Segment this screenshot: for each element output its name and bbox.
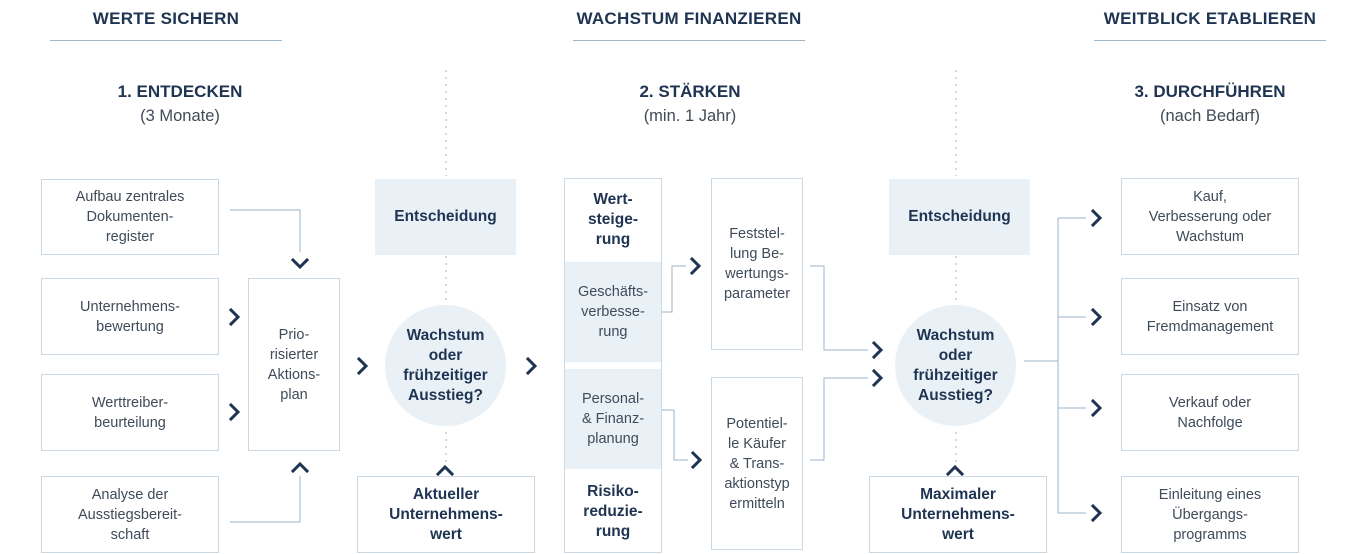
chevron-right-icon: [690, 450, 703, 470]
chevron-right-icon: [228, 307, 241, 327]
box-werttreiberbeurteilung: Werttreiber- beurteilung: [41, 374, 219, 451]
box-ausstiegsbereitschaft: Analyse der Ausstiegsbereit- schaft: [41, 476, 219, 553]
segment-risikoreduzierung: Risiko- reduzie- rung: [583, 483, 643, 540]
header-underline-right: [1094, 40, 1326, 41]
chevron-right-icon: [871, 368, 884, 388]
phase-title: 1. ENTDECKEN: [117, 82, 243, 101]
header-weitblick-etablieren: WEITBLICK ETABLIEREN: [1103, 9, 1317, 28]
decision-question-1: Wachstum oder frühzeitiger Ausstieg?: [385, 305, 506, 426]
phase-subtitle: (min. 1 Jahr): [643, 107, 737, 125]
phase-staerken: 2. STÄRKEN (min. 1 Jahr): [570, 80, 810, 128]
phase-title: 2. STÄRKEN: [639, 82, 741, 101]
box-fremdmanagement: Einsatz von Fremdmanagement: [1121, 278, 1299, 355]
chevron-right-icon: [1090, 307, 1103, 327]
chevron-right-icon: [871, 340, 884, 360]
chevron-right-icon: [1090, 208, 1103, 228]
decision-question-2: Wachstum oder frühzeitiger Ausstieg?: [895, 305, 1016, 426]
box-potentielle-kaeufer: Potentiel- le Käufer & Trans- aktionstyp…: [711, 377, 803, 550]
connector-kaeufer: [810, 377, 868, 461]
phase-subtitle: (nach Bedarf): [1160, 107, 1260, 125]
chevron-right-icon: [689, 256, 702, 276]
chevron-right-icon: [525, 356, 538, 376]
segment-personal-finanzplanung: Personal- & Finanz- planung: [565, 369, 661, 469]
connector-personal: [662, 409, 688, 461]
chevron-right-icon: [1090, 503, 1103, 523]
box-maximaler-unternehmenswert: Maximaler Unternehmens- wert: [869, 476, 1047, 553]
box-unternehmensbewertung: Unternehmens- bewertung: [41, 278, 219, 355]
box-uebergangsprogramm: Einleitung eines Übergangs- programms: [1121, 476, 1299, 553]
phase-durchfuehren: 3. DURCHFÜHREN (nach Bedarf): [1090, 80, 1330, 128]
chevron-up-icon: [290, 461, 310, 474]
connector-dokumente: [230, 209, 301, 252]
header-werte-sichern: WERTE SICHERN: [92, 9, 240, 28]
box-feststellung-bewertungsparameter: Feststel- lung Be- wertungs- parameter: [711, 178, 803, 350]
phase-entdecken: 1. ENTDECKEN (3 Monate): [60, 80, 300, 128]
column-wertsteigerung: Wert- steige- rung Geschäfts- verbesse- …: [564, 178, 662, 553]
box-aktueller-unternehmenswert: Aktueller Unternehmens- wert: [357, 476, 535, 553]
header-underline-left: [50, 40, 282, 41]
connector-analyse: [230, 476, 301, 523]
box-verkauf-nachfolge: Verkauf oder Nachfolge: [1121, 374, 1299, 451]
chevron-down-icon: [290, 257, 310, 270]
chevron-right-icon: [356, 356, 369, 376]
header-wachstum-finanzieren: WACHSTUM FINANZIEREN: [576, 9, 802, 28]
connector-geschaeft: [662, 265, 686, 313]
chevron-right-icon: [228, 402, 241, 422]
box-dokumentenregister: Aufbau zentrales Dokumenten- register: [41, 179, 219, 255]
segment-geschaeftsverbesserung: Geschäfts- verbesse- rung: [565, 262, 661, 362]
box-aktionsplan: Prio- risierter Aktions- plan: [248, 278, 340, 451]
header-underline-center: [573, 40, 805, 41]
chevron-up-icon: [435, 464, 455, 477]
box-kauf-verbesserung-wachstum: Kauf, Verbesserung oder Wachstum: [1121, 178, 1299, 255]
connector-feststellung: [810, 265, 868, 351]
chevron-up-icon: [945, 464, 965, 477]
phase-title: 3. DURCHFÜHREN: [1134, 82, 1286, 101]
phase-subtitle: (3 Monate): [140, 107, 220, 125]
decision-label-1: Entscheidung: [375, 179, 516, 255]
segment-wertsteigerung: Wert- steige- rung: [588, 191, 638, 248]
chevron-right-icon: [1090, 398, 1103, 418]
decision-label-2: Entscheidung: [889, 179, 1030, 255]
